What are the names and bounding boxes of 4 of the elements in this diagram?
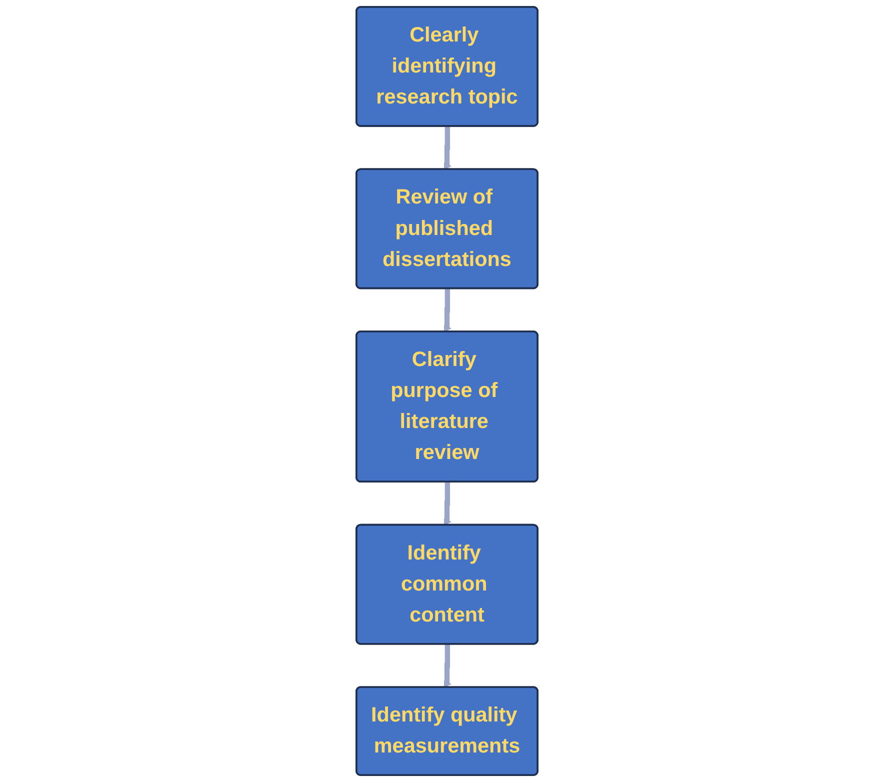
arrow	[443, 644, 451, 688]
arrow	[443, 482, 451, 526]
arrow	[443, 288, 451, 332]
arrow	[443, 126, 451, 170]
